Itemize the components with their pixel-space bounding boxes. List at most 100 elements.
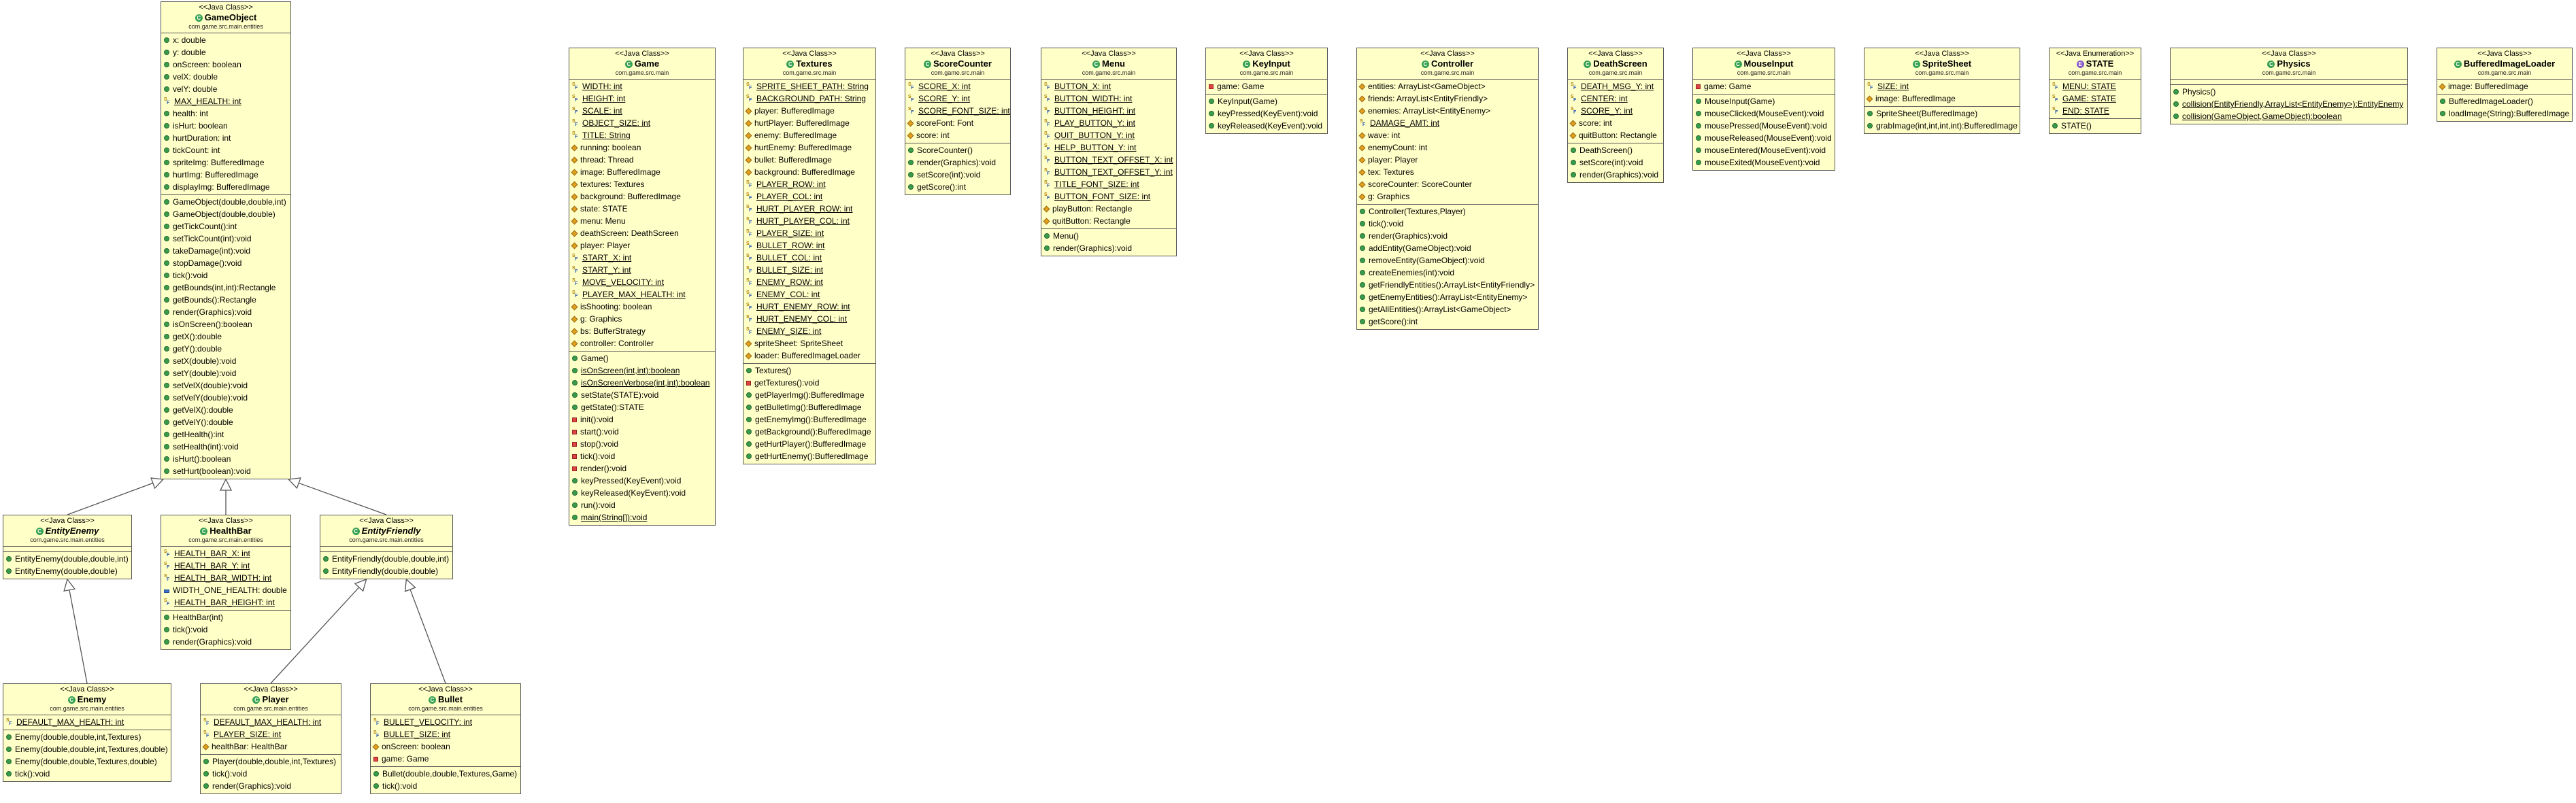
field-row[interactable]: DEATH_MSG_Y: int <box>1568 79 1663 95</box>
method-row[interactable]: collision(EntityFriendly,ArrayList<Entit… <box>2171 98 2407 110</box>
field-row[interactable]: player: Player <box>1357 154 1538 166</box>
field-row[interactable]: loader: BufferedImageLoader <box>743 349 875 362</box>
field-row[interactable]: BULLET_SIZE: int <box>743 262 875 278</box>
field-row[interactable]: WIDTH_ONE_HEALTH: double <box>161 584 290 596</box>
field-row[interactable]: image: BufferedImage <box>2437 80 2572 92</box>
method-row[interactable]: getBackground():BufferedImage <box>743 426 875 438</box>
method-row[interactable]: keyReleased(KeyEvent):void <box>569 487 715 499</box>
field-row[interactable]: SCALE: int <box>569 103 715 119</box>
method-row[interactable]: getTickCount():int <box>161 220 290 233</box>
field-row[interactable]: HEALTH_BAR_WIDTH: int <box>161 570 290 586</box>
method-row[interactable]: mouseClicked(MouseEvent):void <box>1693 107 1835 120</box>
method-row[interactable]: setHealth(int):void <box>161 441 290 453</box>
field-row[interactable]: PLAYER_COL: int <box>743 189 875 205</box>
method-row[interactable]: render(Graphics):void <box>161 636 290 648</box>
field-row[interactable]: menu: Menu <box>569 215 715 227</box>
field-row[interactable]: HEALTH_BAR_X: int <box>161 546 290 562</box>
method-row[interactable]: getTextures():void <box>743 377 875 389</box>
field-row[interactable]: MOVE_VELOCITY: int <box>569 275 715 290</box>
field-row[interactable]: PLAYER_SIZE: int <box>201 727 341 742</box>
field-row[interactable]: ENEMY_COL: int <box>743 287 875 303</box>
field-row[interactable]: scoreFont: Font <box>905 117 1010 129</box>
method-row[interactable]: render(Graphics):void <box>1041 242 1176 254</box>
method-row[interactable]: Enemy(double,double,Textures,double) <box>3 755 171 768</box>
method-row[interactable]: getScore():int <box>905 181 1010 193</box>
method-row[interactable]: mouseEntered(MouseEvent):void <box>1693 144 1835 156</box>
field-row[interactable]: velY: double <box>161 83 290 95</box>
field-row[interactable]: BULLET_VELOCITY: int <box>371 715 520 730</box>
method-row[interactable]: isOnScreenVerbose(int,int):boolean <box>569 377 715 389</box>
field-row[interactable]: MAX_HEALTH: int <box>161 94 290 109</box>
field-row[interactable]: player: BufferedImage <box>743 105 875 117</box>
field-row[interactable]: bullet: BufferedImage <box>743 154 875 166</box>
field-row[interactable]: image: BufferedImage <box>1864 92 2020 105</box>
method-row[interactable]: addEntity(GameObject):void <box>1357 242 1538 254</box>
field-row[interactable]: hurtImg: BufferedImage <box>161 169 290 181</box>
method-row[interactable]: Game() <box>569 352 715 364</box>
method-row[interactable]: grabImage(int,int,int,int):BufferedImage <box>1864 120 2020 132</box>
field-row[interactable]: quitButton: Rectangle <box>1041 215 1176 227</box>
field-row[interactable]: health: int <box>161 107 290 120</box>
method-row[interactable]: getEnemyEntities():ArrayList<EntityEnemy… <box>1357 291 1538 303</box>
method-row[interactable]: isHurt():boolean <box>161 453 290 465</box>
method-row[interactable]: getFriendlyEntities():ArrayList<EntityFr… <box>1357 279 1538 291</box>
method-row[interactable]: getAllEntities():ArrayList<GameObject> <box>1357 303 1538 315</box>
method-row[interactable]: Enemy(double,double,int,Textures) <box>3 731 171 743</box>
field-row[interactable]: WIDTH: int <box>569 79 715 95</box>
field-row[interactable]: ENEMY_ROW: int <box>743 275 875 290</box>
method-row[interactable]: removeEntity(GameObject):void <box>1357 254 1538 267</box>
field-row[interactable]: DAMAGE_AMT: int <box>1357 116 1538 131</box>
field-row[interactable]: player: Player <box>569 239 715 252</box>
field-row[interactable]: entities: ArrayList<GameObject> <box>1357 80 1538 92</box>
method-row[interactable]: stop():void <box>569 438 715 450</box>
method-row[interactable]: render(Graphics):void <box>905 156 1010 169</box>
method-row[interactable]: takeDamage(int):void <box>161 245 290 257</box>
field-row[interactable]: BUTTON_TEXT_OFFSET_Y: int <box>1041 165 1176 180</box>
method-row[interactable]: Textures() <box>743 364 875 377</box>
method-row[interactable]: getBounds(int,int):Rectangle <box>161 281 290 294</box>
method-row[interactable]: render(Graphics):void <box>1357 230 1538 242</box>
method-row[interactable]: mousePressed(MouseEvent):void <box>1693 120 1835 132</box>
method-row[interactable]: EntityEnemy(double,double,int) <box>3 553 131 565</box>
field-row[interactable]: tex: Textures <box>1357 166 1538 178</box>
field-row[interactable]: isHurt: boolean <box>161 120 290 132</box>
method-row[interactable]: GameObject(double,double,int) <box>161 196 290 208</box>
field-row[interactable]: BULLET_ROW: int <box>743 238 875 254</box>
field-row[interactable]: HURT_PLAYER_ROW: int <box>743 201 875 217</box>
field-row[interactable]: game: Game <box>1206 80 1327 92</box>
method-row[interactable]: setHurt(boolean):void <box>161 465 290 477</box>
field-row[interactable]: OBJECT_SIZE: int <box>569 116 715 131</box>
method-row[interactable]: EntityFriendly(double,double,int) <box>320 553 452 565</box>
field-row[interactable]: friends: ArrayList<EntityFriendly> <box>1357 92 1538 105</box>
method-row[interactable]: setScore(int):void <box>905 169 1010 181</box>
field-row[interactable]: textures: Textures <box>569 178 715 190</box>
field-row[interactable]: END: STATE <box>2050 103 2141 119</box>
method-row[interactable]: getVelX():double <box>161 404 290 416</box>
field-row[interactable]: hurtPlayer: BufferedImage <box>743 117 875 129</box>
method-row[interactable]: render():void <box>569 462 715 475</box>
method-row[interactable]: KeyInput(Game) <box>1206 95 1327 107</box>
method-row[interactable]: EntityFriendly(double,double) <box>320 565 452 577</box>
field-row[interactable]: PLAYER_ROW: int <box>743 177 875 192</box>
field-row[interactable]: HURT_PLAYER_COL: int <box>743 213 875 229</box>
method-row[interactable]: run():void <box>569 499 715 511</box>
field-row[interactable]: SCORE_FONT_SIZE: int <box>905 103 1010 119</box>
field-row[interactable]: background: BufferedImage <box>743 166 875 178</box>
method-row[interactable]: collision(GameObject,GameObject):boolean <box>2171 110 2407 122</box>
field-row[interactable]: y: double <box>161 46 290 58</box>
method-row[interactable]: getBounds():Rectangle <box>161 294 290 306</box>
field-row[interactable]: MENU: STATE <box>2050 79 2141 95</box>
field-row[interactable]: SIZE: int <box>1864 79 2020 95</box>
method-row[interactable]: getY():double <box>161 343 290 355</box>
method-row[interactable]: setY(double):void <box>161 367 290 379</box>
method-row[interactable]: Player(double,double,int,Textures) <box>201 755 341 768</box>
method-row[interactable]: setScore(int):void <box>1568 156 1663 169</box>
method-row[interactable]: setState(STATE):void <box>569 389 715 401</box>
